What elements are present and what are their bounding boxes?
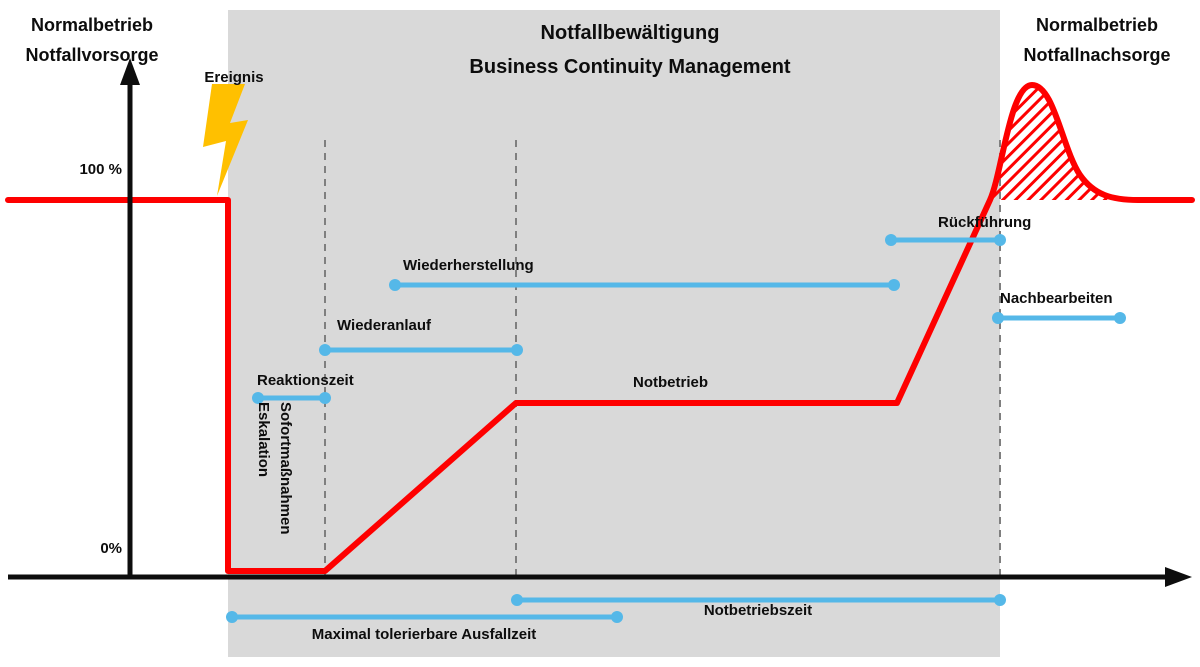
lightning-bolt-icon [203,84,248,196]
center-header: Notfallbewältigung Business Continuity M… [230,16,1030,84]
center-header-line2: Business Continuity Management [469,56,791,78]
right-header-line2: Notfallnachsorge [1023,45,1171,65]
rueckfuehrung-span [885,234,1006,246]
notbetrieb-label: Notbetrieb [633,374,708,391]
left-header: Normalbetrieb Notfallvorsorge [0,10,184,70]
y-axis-0-label: 0% [100,540,122,557]
y-axis [120,58,140,579]
nachbearbeiten-span [992,312,1126,324]
wiederanlauf-span [319,344,523,356]
wiederherstellung-label: Wiederherstellung [403,257,534,274]
right-header-line1: Normalbetrieb [1035,15,1159,35]
x-axis [8,567,1192,587]
max-ausfallzeit-span [226,611,623,623]
service-level-curve [5,82,1195,574]
event-label: Ereignis [204,69,264,86]
escalation-line1: Eskalation [255,402,272,478]
notbetriebszeit-span [511,594,1006,606]
y-axis-100-label: 100 % [79,161,122,178]
nachbearbeiten-label: Nachbearbeiten [1000,290,1113,307]
notbetriebszeit-label: Notbetriebszeit [703,602,813,619]
escalation-line2: Sofortmaßnahmen [277,402,294,535]
left-header-line2: Notfallvorsorge [25,45,159,65]
left-header-line1: Normalbetrieb [30,15,154,35]
wiederanlauf-label: Wiederanlauf [337,317,432,334]
notfallbewaeltigung-region [228,10,1000,657]
reaktionszeit-label: Reaktionszeit [257,372,354,389]
max-ausfallzeit-label: Maximal tolerierbare Ausfallzeit [311,626,537,643]
escalation-label: Eskalation Sofortmaßnahmen [252,402,296,577]
center-header-line1: Notfallbewältigung [540,22,720,44]
right-header: Normalbetrieb Notfallnachsorge [1006,10,1188,70]
wiederherstellung-span [389,279,900,291]
reaktionszeit-span [252,392,331,404]
rueckfuehrung-label: Rückführung [938,214,1032,231]
